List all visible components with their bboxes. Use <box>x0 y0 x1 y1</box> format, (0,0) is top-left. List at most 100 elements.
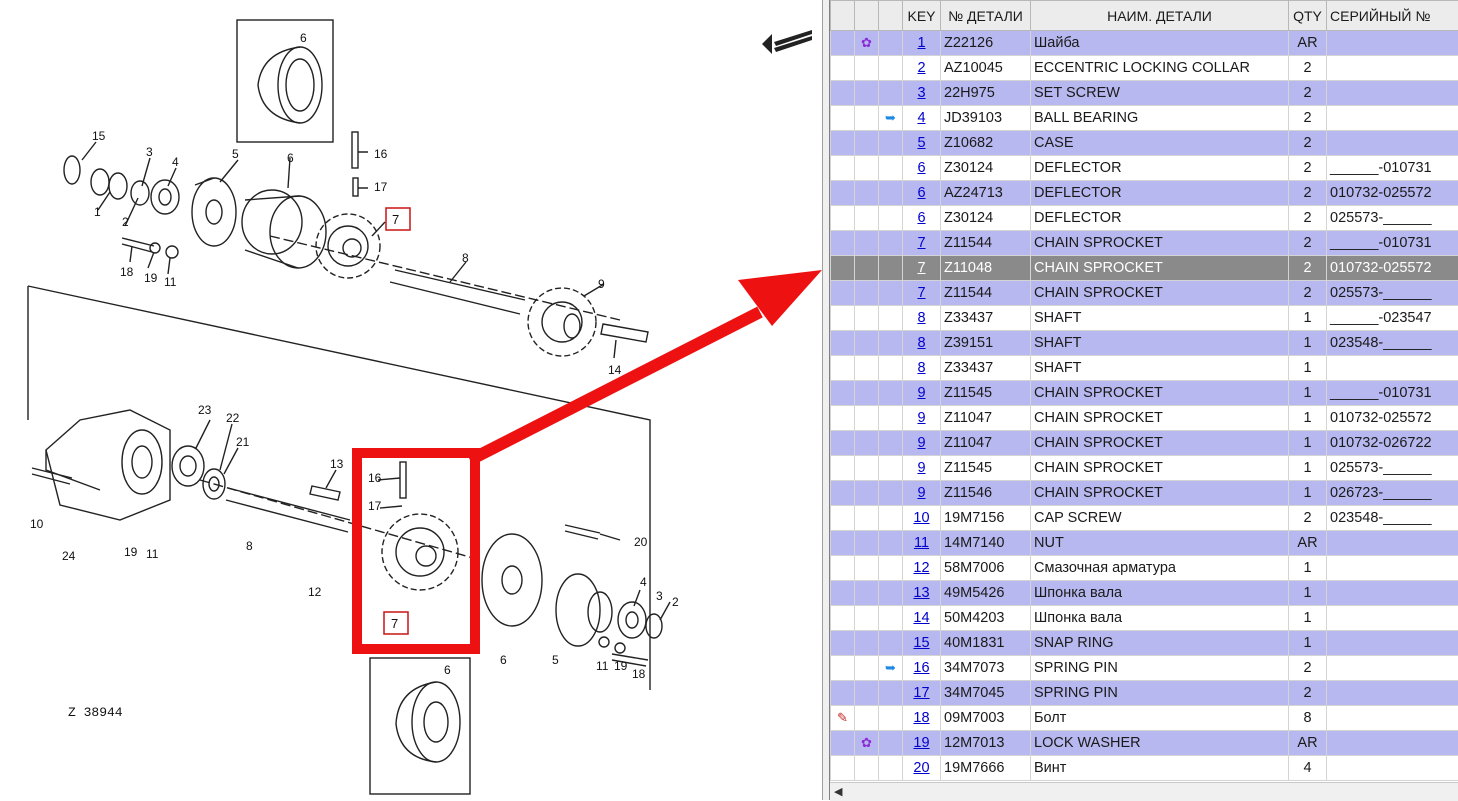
row-marker <box>855 331 879 356</box>
key-link[interactable]: 7 <box>917 260 925 276</box>
key-link[interactable]: 9 <box>917 385 925 401</box>
key-link[interactable]: 10 <box>913 510 929 526</box>
row-marker <box>831 531 855 556</box>
key-link[interactable]: 19 <box>913 735 929 751</box>
row-marker <box>831 606 855 631</box>
key-link[interactable]: 3 <box>917 85 925 101</box>
key-link[interactable]: 9 <box>917 460 925 476</box>
gear-icon[interactable]: ✿ <box>861 36 872 50</box>
link-icon[interactable]: ➥ <box>885 111 896 125</box>
row-marker <box>831 656 855 681</box>
key-link[interactable]: 1 <box>917 35 925 51</box>
serial-cell <box>1327 556 1458 581</box>
header-marker-3[interactable] <box>879 1 903 31</box>
key-cell: 9 <box>903 431 941 456</box>
row-marker <box>831 231 855 256</box>
key-link[interactable]: 14 <box>913 610 929 626</box>
link-icon[interactable]: ➥ <box>885 661 896 675</box>
part-number-cell: Z11544 <box>941 231 1031 256</box>
scroll-left-icon[interactable]: ◀ <box>834 785 842 798</box>
key-link[interactable]: 7 <box>917 285 925 301</box>
key-link[interactable]: 13 <box>913 585 929 601</box>
horizontal-scrollbar[interactable]: ◀ <box>830 782 1458 801</box>
row-marker <box>831 581 855 606</box>
serial-cell: 023548-______ <box>1327 331 1458 356</box>
svg-text:18: 18 <box>120 265 134 279</box>
svg-text:7: 7 <box>392 212 399 227</box>
key-link[interactable]: 6 <box>917 210 925 226</box>
key-link[interactable]: 15 <box>913 635 929 651</box>
key-link[interactable]: 5 <box>917 135 925 151</box>
key-link[interactable]: 17 <box>913 685 929 701</box>
key-cell: 8 <box>903 306 941 331</box>
key-link[interactable]: 7 <box>917 235 925 251</box>
fast-forward-icon[interactable] <box>762 30 812 54</box>
key-link[interactable]: 20 <box>913 760 929 776</box>
qty-cell: 1 <box>1289 556 1327 581</box>
key-link[interactable]: 12 <box>913 560 929 576</box>
header-serial[interactable]: СЕРИЙНЫЙ № <box>1327 1 1458 31</box>
key-link[interactable]: 8 <box>917 310 925 326</box>
key-link[interactable]: 8 <box>917 360 925 376</box>
key-link[interactable]: 6 <box>917 160 925 176</box>
splitter-bar[interactable] <box>822 0 830 800</box>
header-part-name[interactable]: НАИМ. ДЕТАЛИ <box>1031 1 1289 31</box>
key-link[interactable]: 18 <box>913 710 929 726</box>
header-marker-2[interactable] <box>855 1 879 31</box>
svg-text:8: 8 <box>246 539 253 553</box>
header-qty[interactable]: QTY <box>1289 1 1327 31</box>
key-cell: 5 <box>903 131 941 156</box>
part-number-cell: 19M7156 <box>941 506 1031 531</box>
header-part-number[interactable]: № ДЕТАЛИ <box>941 1 1031 31</box>
header-marker-1[interactable] <box>831 1 855 31</box>
key-link[interactable]: 9 <box>917 485 925 501</box>
gear-icon[interactable]: ✿ <box>861 736 872 750</box>
row-marker <box>831 131 855 156</box>
key-link[interactable]: 2 <box>917 60 925 76</box>
part-name-cell: DEFLECTOR <box>1031 156 1289 181</box>
key-link[interactable]: 9 <box>917 435 925 451</box>
key-link[interactable]: 16 <box>913 660 929 676</box>
part-name-cell: CAP SCREW <box>1031 506 1289 531</box>
key-link[interactable]: 8 <box>917 335 925 351</box>
key-link[interactable]: 11 <box>914 535 929 551</box>
part-number-cell: Z39151 <box>941 331 1031 356</box>
qty-cell: 1 <box>1289 481 1327 506</box>
key-link[interactable]: 6 <box>917 185 925 201</box>
header-key[interactable]: KEY <box>903 1 941 31</box>
key-link[interactable]: 4 <box>917 110 925 126</box>
key-link[interactable]: 9 <box>917 410 925 426</box>
part-number-cell: Z11545 <box>941 456 1031 481</box>
note-icon[interactable]: ✎ <box>837 711 848 725</box>
